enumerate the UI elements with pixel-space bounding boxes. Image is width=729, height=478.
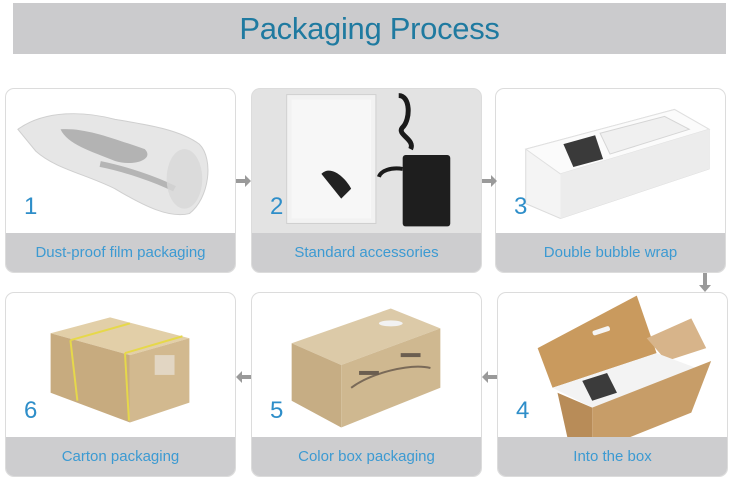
step-card-5: 5 Color box packaging xyxy=(251,292,482,477)
color-box-image xyxy=(291,308,441,428)
arrow-right-1-to-2 xyxy=(236,174,252,188)
arrow-down-3-to-4 xyxy=(698,273,712,293)
step-card-4: 4 Into the box xyxy=(497,292,728,477)
step-label: Standard accessories xyxy=(252,233,481,272)
step-card-2: 2 Standard accessories xyxy=(251,88,482,273)
film-wrapped-product-image xyxy=(17,113,209,216)
step-label: Dust-proof film packaging xyxy=(6,233,235,272)
open-carton-image xyxy=(537,295,712,439)
step-number: 1 xyxy=(24,193,38,220)
step-number: 5 xyxy=(270,397,284,424)
step-number: 3 xyxy=(514,193,528,220)
strapped-carton-image xyxy=(50,317,190,423)
step-card-3: 3 Double bubble wrap xyxy=(495,88,726,273)
step-label: Color box packaging xyxy=(252,437,481,476)
step-label: Carton packaging xyxy=(6,437,235,476)
step-card-1: 1 Dust-proof film packaging xyxy=(5,88,236,273)
step-number: 6 xyxy=(24,397,38,424)
arrow-left-4-to-5 xyxy=(481,370,497,384)
arrow-right-2-to-3 xyxy=(482,174,498,188)
accessories-image xyxy=(286,93,451,227)
arrow-left-5-to-6 xyxy=(235,370,251,384)
page-title: Packaging Process xyxy=(239,10,500,46)
step-label: Into the box xyxy=(498,437,727,476)
step-card-6: 6 Carton packaging xyxy=(5,292,236,477)
step-number: 2 xyxy=(270,193,284,220)
title-bar: Packaging Process xyxy=(13,3,726,54)
white-foam-box-image xyxy=(524,108,711,220)
step-label: Double bubble wrap xyxy=(496,233,725,272)
step-number: 4 xyxy=(516,397,530,424)
